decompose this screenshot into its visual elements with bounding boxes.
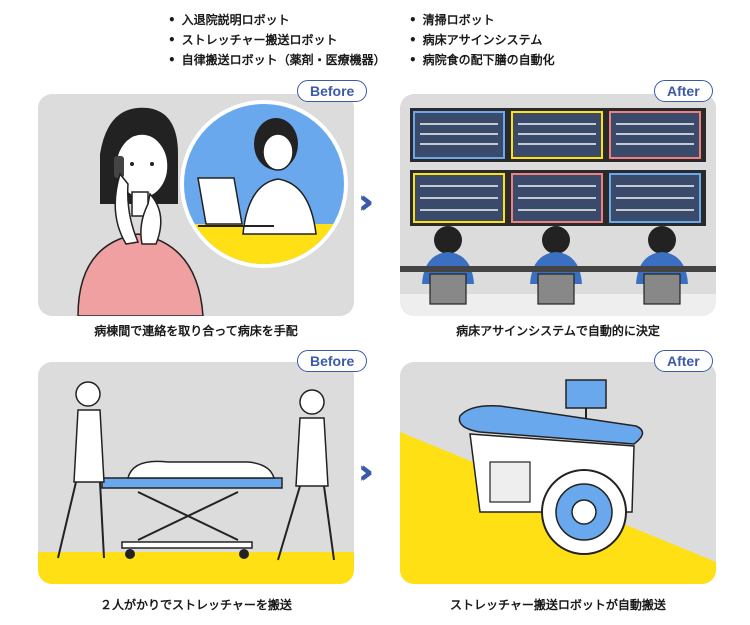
after-caption: ストレッチャー搬送ロボットが自動搬送: [450, 598, 666, 612]
before-badge: Before: [297, 80, 368, 102]
feature-item: 清掃ロボット: [409, 10, 555, 30]
after-bed-assign-illustration: [400, 94, 716, 316]
feature-item: 入退院説明ロボット: [168, 10, 386, 30]
feature-item: 病床アサインシステム: [409, 30, 555, 50]
feature-item: ストレッチャー搬送ロボット: [168, 30, 386, 50]
double-chevron-right-icon: ››: [358, 182, 374, 222]
after-badge: After: [654, 80, 713, 102]
before-badge: Before: [297, 350, 368, 372]
feature-item: 自律搬送ロボット（薬剤・医療機器）: [168, 50, 386, 70]
before-caption: 病棟間で連絡を取り合って病床を手配: [94, 324, 298, 338]
before-caption: ２人がかりでストレッチャーを搬送: [100, 598, 292, 612]
after-badge: After: [654, 350, 713, 372]
after-stretcher-robot-illustration: [400, 362, 716, 584]
feature-list-left: 入退院説明ロボット ストレッチャー搬送ロボット 自律搬送ロボット（薬剤・医療機器…: [168, 10, 386, 70]
feature-list-right: 清掃ロボット 病床アサインシステム 病院食の配下膳の自動化: [409, 10, 555, 70]
double-chevron-right-icon: ››: [358, 452, 374, 492]
before-stretcher-illustration: [38, 362, 354, 584]
after-caption: 病床アサインシステムで自動的に決定: [456, 324, 660, 338]
feature-item: 病院食の配下膳の自動化: [409, 50, 555, 70]
before-bed-arrangement-illustration: [38, 94, 354, 316]
